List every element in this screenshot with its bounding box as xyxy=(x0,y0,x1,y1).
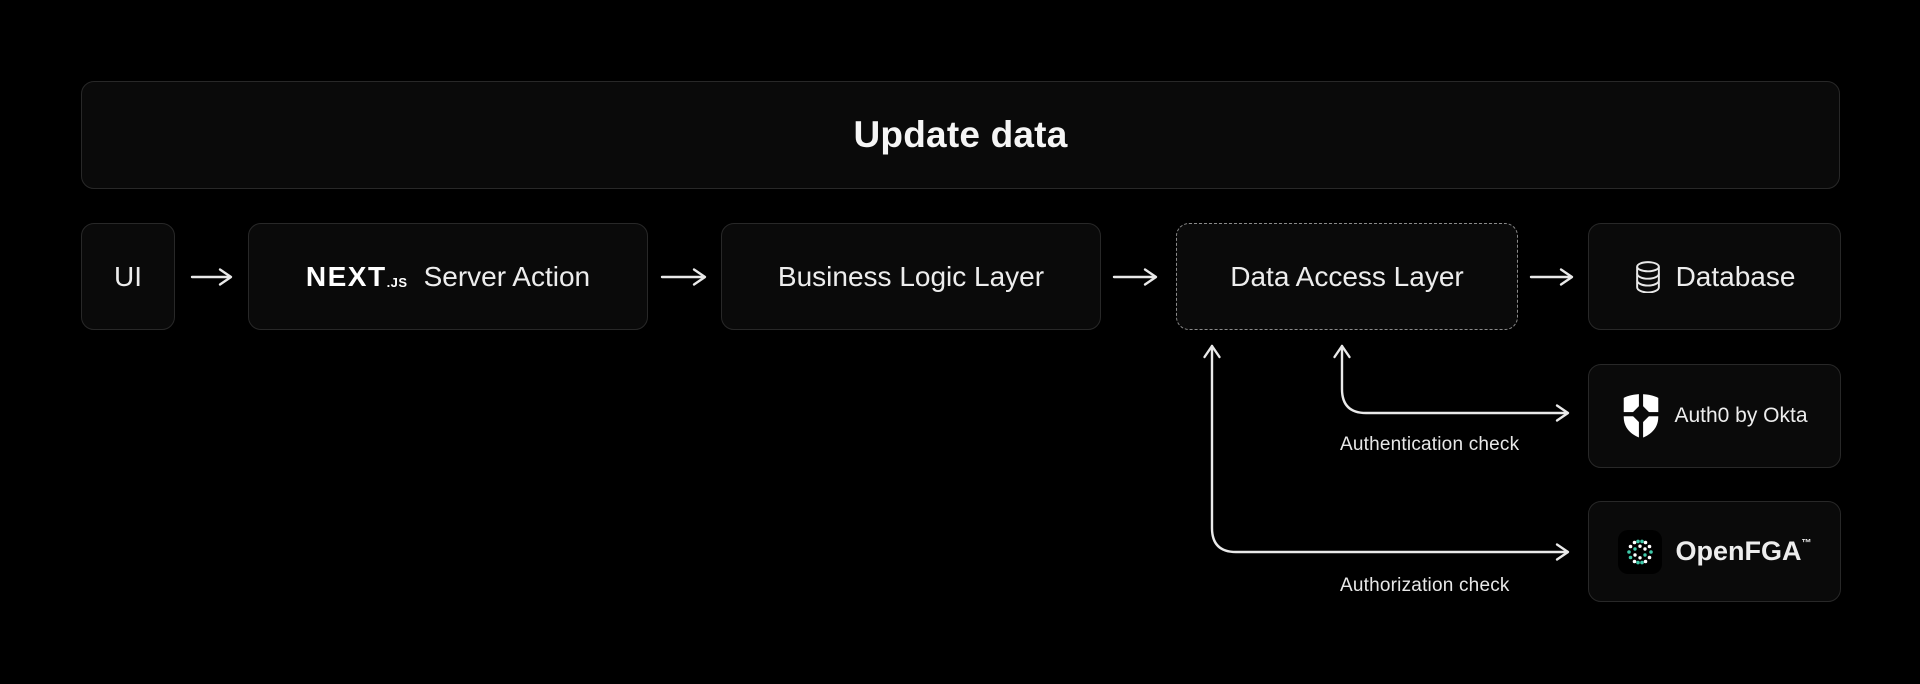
openfga-dot-grid-icon xyxy=(1617,529,1662,574)
node-server-action: NEXT .JS Server Action xyxy=(248,223,648,330)
openfga-trademark: ™ xyxy=(1801,538,1812,549)
nextjs-logo-js-suffix: .JS xyxy=(386,274,408,290)
auth0-label: Auth0 by Okta xyxy=(1674,404,1808,427)
node-ui: UI xyxy=(81,223,175,330)
node-auth0: Auth0 by Okta xyxy=(1588,364,1841,468)
auth0-shield-icon xyxy=(1621,393,1662,439)
arrow-server-action-to-business-logic xyxy=(660,268,707,286)
node-database: Database xyxy=(1588,223,1841,330)
arrow-business-logic-to-data-access xyxy=(1112,268,1158,286)
node-ui-label: UI xyxy=(114,260,142,292)
node-data-access: Data Access Layer xyxy=(1176,223,1518,330)
nextjs-logo-text: NEXT xyxy=(305,260,387,292)
openfga-label-text: OpenFGA xyxy=(1675,536,1802,566)
title-box: Update data xyxy=(81,81,1840,189)
page-title: Update data xyxy=(853,114,1068,155)
node-server-action-label: Server Action xyxy=(423,260,591,292)
node-database-label: Database xyxy=(1675,260,1796,292)
arrow-ui-to-server-action xyxy=(190,268,233,286)
nextjs-logo: NEXT .JS xyxy=(305,260,408,292)
node-data-access-label: Data Access Layer xyxy=(1230,260,1464,292)
node-business-logic-label: Business Logic Layer xyxy=(777,260,1045,292)
arrow-authentication-check xyxy=(1333,344,1570,422)
label-authentication-check: Authentication check xyxy=(1340,434,1520,455)
database-cylinder-icon xyxy=(1634,260,1662,293)
arrow-data-access-to-database xyxy=(1529,268,1574,286)
node-business-logic: Business Logic Layer xyxy=(721,223,1101,330)
label-authorization-check: Authorization check xyxy=(1340,575,1510,596)
